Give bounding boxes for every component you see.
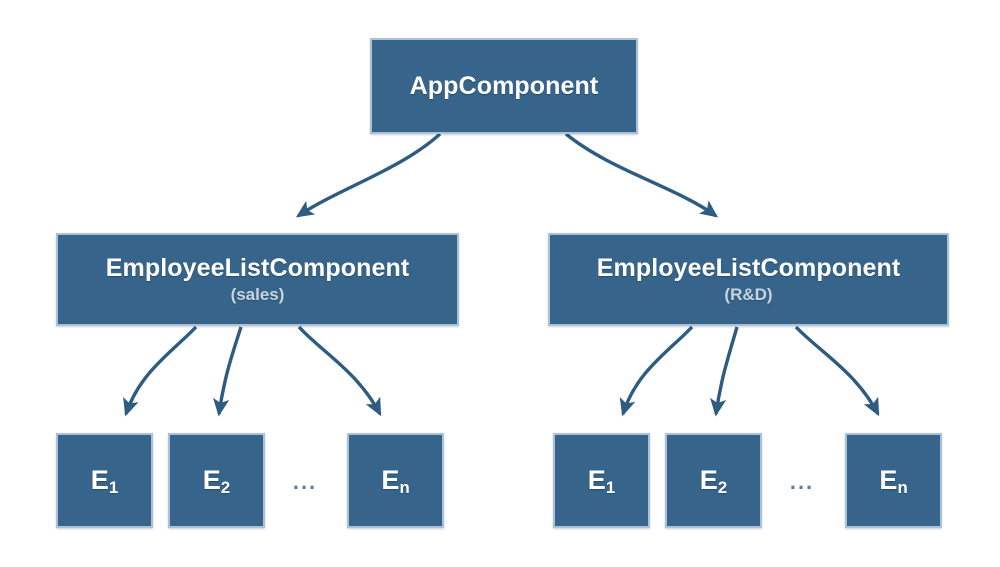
node-employee-sales-1[interactable]: E1 — [56, 433, 153, 528]
edge-rnd-to-e2 — [710, 326, 739, 417]
edge-sales-to-e1 — [123, 325, 198, 417]
node-employee-rnd-1[interactable]: E1 — [553, 433, 650, 528]
edge-sales-to-en — [297, 325, 382, 417]
employee-base: E — [381, 465, 400, 496]
node-employee-list-component-sales[interactable]: EmployeeListComponent (sales) — [56, 233, 459, 326]
edge-rnd-to-en — [794, 325, 880, 417]
edge-rnd-to-e1 — [619, 325, 694, 417]
ellipsis-sales: ... — [292, 469, 318, 494]
ellipsis-rnd: ... — [789, 469, 815, 494]
node-employee-sales-n[interactable]: En — [347, 433, 444, 528]
node-app-component-label: AppComponent — [409, 71, 599, 100]
employee-subscript: 1 — [108, 478, 119, 497]
node-employee-sales-2[interactable]: E2 — [168, 433, 265, 528]
node-employee-list-component-rnd[interactable]: EmployeeListComponent (R&D) — [548, 233, 949, 326]
employee-base: E — [699, 465, 718, 496]
node-employee-sales-1-label: E1 — [90, 465, 119, 497]
node-employee-rnd-n-label: En — [879, 465, 908, 497]
edge-app-to-sales — [295, 132, 442, 218]
employee-subscript: n — [897, 478, 908, 497]
node-employee-list-component-sales-label: EmployeeListComponent — [105, 253, 410, 282]
employee-subscript: 1 — [605, 478, 616, 497]
edge-sales-to-e2 — [213, 326, 243, 417]
node-employee-list-component-sales-sublabel: (sales) — [230, 284, 285, 304]
node-app-component[interactable]: AppComponent — [370, 38, 638, 134]
employee-base: E — [587, 465, 606, 496]
edge-app-to-rnd — [564, 132, 718, 218]
node-employee-list-component-rnd-sublabel: (R&D) — [724, 284, 773, 304]
employee-subscript: n — [399, 478, 410, 497]
node-employee-rnd-1-label: E1 — [587, 465, 616, 497]
node-employee-list-component-rnd-label: EmployeeListComponent — [596, 253, 901, 282]
node-employee-rnd-2-label: E2 — [699, 465, 728, 497]
employee-base: E — [202, 465, 221, 496]
node-employee-sales-2-label: E2 — [202, 465, 231, 497]
node-employee-sales-n-label: En — [381, 465, 410, 497]
node-employee-rnd-n[interactable]: En — [845, 433, 942, 528]
employee-base: E — [879, 465, 898, 496]
employee-subscript: 2 — [220, 478, 231, 497]
node-employee-rnd-2[interactable]: E2 — [665, 433, 762, 528]
employee-subscript: 2 — [717, 478, 728, 497]
employee-base: E — [90, 465, 109, 496]
